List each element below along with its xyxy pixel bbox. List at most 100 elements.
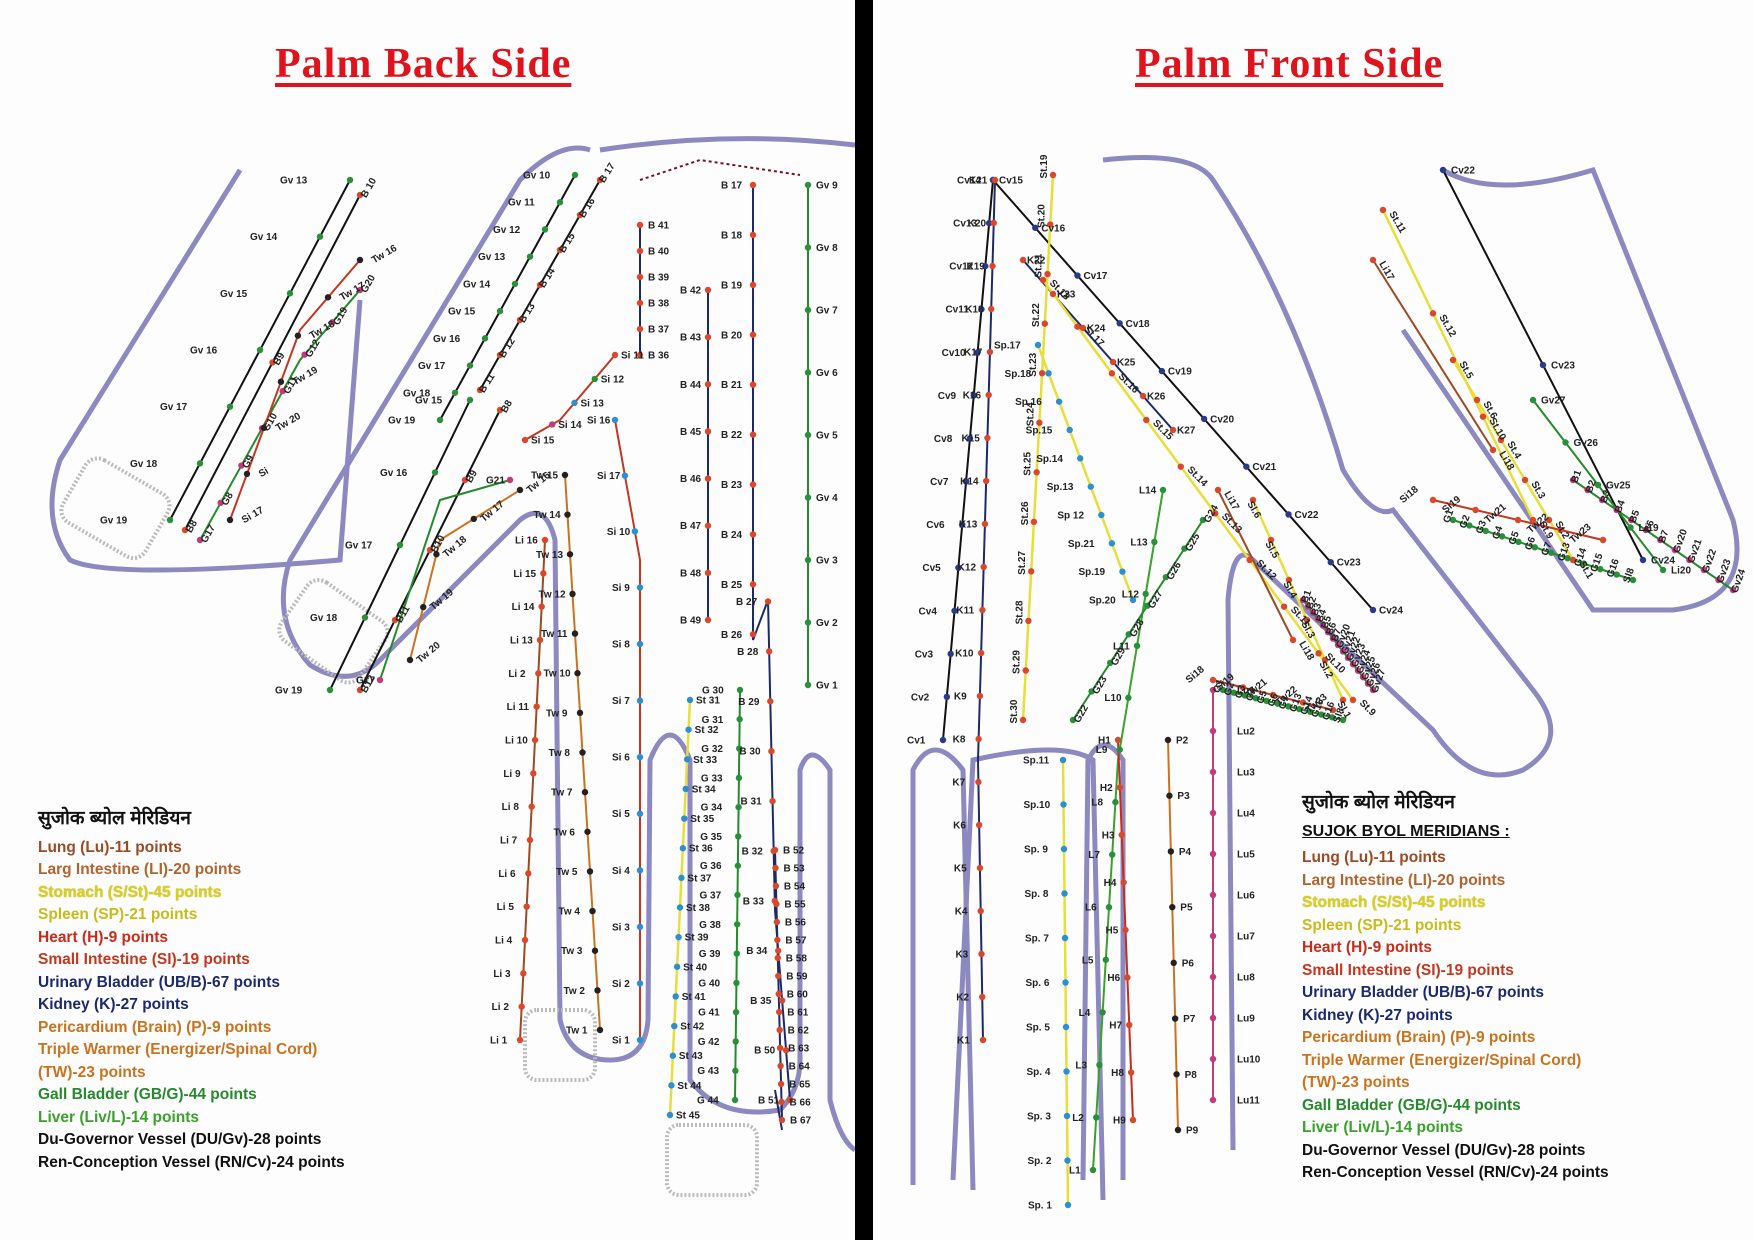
- bladder-center-point: [704, 522, 712, 529]
- st-diag-point: [1212, 510, 1219, 517]
- middle-nail: [665, 1123, 759, 1197]
- kidney-left-label: K5: [954, 863, 967, 874]
- gb-line-label: G 40: [698, 978, 720, 989]
- tw-line-label: Tw 12: [539, 589, 566, 600]
- bladder-left-col-point: [636, 221, 644, 229]
- gb-line-label: G 31: [702, 715, 724, 726]
- cv-left-label: Cv5: [922, 563, 941, 574]
- gv-right-point: [804, 306, 812, 314]
- inset-gv-label: Gv 18: [130, 459, 158, 470]
- inset-g-point: [329, 319, 336, 326]
- inset-gv-label: Gv 14: [250, 232, 278, 243]
- liver-line-point: [1089, 1166, 1097, 1174]
- inset-g-point: [1597, 565, 1604, 573]
- hand-g-label: G21: [486, 476, 505, 487]
- legend-small-intestine: Small Intestine (SI)-19 points: [38, 951, 250, 968]
- gb-line-point: [1181, 545, 1188, 552]
- st-line-point: [683, 756, 691, 763]
- bladder-right-label: B 29: [738, 697, 760, 708]
- sp-upper-point: [1055, 398, 1063, 405]
- kidney-left-point: [975, 778, 982, 786]
- hand-g-point: [506, 476, 514, 484]
- lung-line-label: Lu6: [1237, 891, 1255, 902]
- gb-line-point: [732, 1008, 740, 1016]
- liver-line-point: [1159, 486, 1167, 494]
- tw-line-label: Tw 15: [531, 471, 558, 482]
- kidney-left-label: K15: [961, 433, 980, 444]
- bladder-right-point: [769, 797, 776, 805]
- li-line-line: [519, 539, 546, 1041]
- kidney-left-label: K20: [968, 218, 987, 229]
- inset-g-point: [1613, 571, 1620, 578]
- legend-title: सुजोक ब्योल मेरिडियन: [38, 808, 191, 829]
- st-vertical-point: [1044, 270, 1051, 278]
- inset-gv-label: Gv 13: [280, 176, 308, 187]
- bladder-lower-line: [774, 849, 783, 1121]
- bladder-upper-point: [576, 211, 584, 219]
- kidney-left-label: K17: [964, 347, 983, 358]
- bladder-center-label: B 46: [680, 474, 702, 485]
- st-vertical-point: [1022, 667, 1029, 674]
- kidney-diag-label: K27: [1177, 426, 1196, 437]
- liver-line-point: [1109, 851, 1116, 858]
- st-vertical-label: St.30: [1009, 699, 1020, 723]
- kidney-diag-label: K22: [1027, 256, 1046, 267]
- st-vertical-label: St.28: [1014, 600, 1025, 624]
- inset-g-point: [279, 387, 286, 395]
- st-vertical-point: [1038, 369, 1046, 377]
- inset-gv-label: Gv27: [1541, 396, 1566, 407]
- st-line-label: St 45: [676, 1111, 700, 1122]
- gv-right-label: Gv 6: [816, 368, 838, 379]
- gv-right-label: Gv 2: [816, 618, 838, 629]
- thumb-g-point: [1241, 692, 1249, 699]
- gv-upper-point: [511, 280, 519, 288]
- lung-line-point: [1209, 973, 1217, 981]
- kidney-left-point: [986, 348, 994, 356]
- thumb-gv-point: [1324, 628, 1332, 636]
- tw-line-point: [594, 987, 601, 994]
- si-lower-point: [636, 640, 644, 648]
- inset-st-point: [1479, 413, 1487, 420]
- hand-tw-label: Tw 20: [415, 640, 443, 666]
- lung-line-point: [1209, 932, 1217, 940]
- inset-b-label: B1: [1569, 468, 1584, 484]
- gb-line-label: G 42: [698, 1037, 720, 1048]
- bladder-left-col-point: [636, 273, 644, 281]
- inset-st2-point: [1521, 476, 1529, 484]
- liver-line-point: [1116, 746, 1123, 753]
- cv-left-label: Cv6: [926, 520, 945, 531]
- thumb-gv-label: B6: [1324, 620, 1339, 636]
- inset-g-label: G1: [1441, 508, 1456, 525]
- inset-g-point: [1482, 527, 1489, 535]
- st-line-label: St 34: [692, 784, 716, 795]
- lung-line-point: [1209, 809, 1217, 817]
- heart-line-label: H7: [1109, 1021, 1122, 1032]
- lung-line-point: [1209, 891, 1217, 899]
- hand-gv-point: [466, 396, 474, 404]
- hand-tw-point: [420, 603, 427, 611]
- bladder-upper-label: B 11: [477, 371, 497, 395]
- gb-line-label: G 33: [701, 773, 723, 784]
- thumb-g-point: [1296, 705, 1303, 713]
- gv-right-point: [804, 181, 812, 189]
- gb-line-point: [736, 686, 744, 694]
- st-diag-point: [1177, 463, 1184, 470]
- kidney-left-point: [978, 950, 985, 958]
- inset-gv-point: [166, 516, 174, 524]
- ring-finger-outline: [1080, 742, 1126, 1181]
- lung-line-point: [1209, 850, 1217, 858]
- liver-line-point: [1099, 1009, 1106, 1016]
- sp-upper-point: [1077, 455, 1084, 462]
- inset-tw-label: Si: [257, 466, 271, 480]
- inset-tw-line: [229, 259, 361, 521]
- legend-large-intestine: Larg Intestine (LI)-20 points: [1302, 871, 1506, 889]
- palm-outline: [1102, 155, 1554, 1151]
- legend-pericardium: Pericardium (Brain) (P)-9 points: [1302, 1029, 1536, 1046]
- gb-line-point: [731, 1096, 739, 1104]
- legend-kidney: Kidney (K)-27 points: [1302, 1006, 1453, 1024]
- bladder-upper-label: B 14: [537, 266, 558, 290]
- inset-st-point: [1379, 206, 1387, 214]
- si-upper-label: Si 15: [531, 436, 555, 447]
- pericardium-line-point: [1174, 1126, 1182, 1134]
- bladder-right-point: [749, 581, 757, 588]
